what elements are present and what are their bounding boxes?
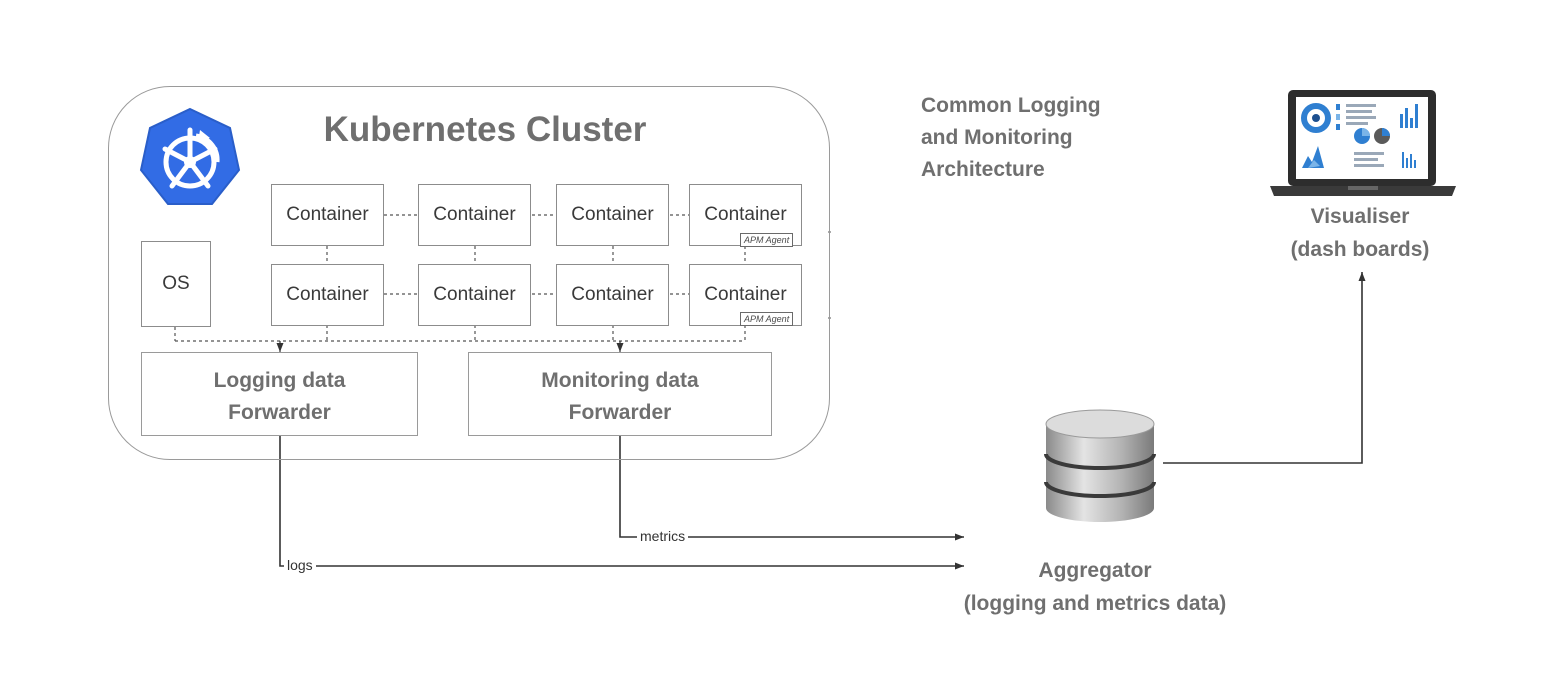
container-label: Container: [704, 284, 787, 305]
kubernetes-logo-icon: [139, 107, 241, 205]
aggregator-title: Aggregator: [1038, 559, 1152, 582]
visualiser-title: Visualiser: [1310, 205, 1410, 228]
kubernetes-cluster-frame: [108, 86, 830, 460]
container-label: Container: [286, 204, 369, 225]
cluster-title: Kubernetes Cluster: [323, 110, 647, 149]
container-node: Container: [556, 264, 669, 326]
logging-data-forwarder: Logging data Forwarder: [141, 352, 418, 436]
monitoring-data-forwarder: Monitoring data Forwarder: [468, 352, 772, 436]
aggregator-label: Aggregator (logging and metrics data): [930, 554, 1260, 620]
aggregator-subtitle: (logging and metrics data): [963, 592, 1227, 615]
container-label: Container: [704, 204, 787, 225]
container-label: Container: [571, 284, 654, 305]
logs-path: [279, 436, 964, 570]
container-node: Container: [418, 184, 531, 246]
os-label: OS: [162, 273, 190, 294]
apm-agent-tag: APM Agent: [740, 233, 794, 247]
metrics-label: metrics: [637, 528, 689, 544]
diagram-heading: Common Logging and Monitoring Architectu…: [921, 90, 1101, 186]
container-links: [174, 214, 746, 342]
laptop-dashboard-icon: [1270, 90, 1456, 196]
container-label: Container: [286, 284, 369, 305]
container-label: Container: [571, 204, 654, 225]
container-label: Container: [433, 204, 516, 225]
container-label: Container: [433, 284, 516, 305]
heading-line: Common Logging: [921, 94, 1101, 117]
database-icon: [1044, 409, 1156, 522]
os-box: OS: [141, 241, 211, 327]
visualiser-label: Visualiser (dash boards): [1250, 200, 1470, 266]
forwarder-label-line: Forwarder: [228, 401, 331, 424]
forwarder-label-line: Monitoring data: [541, 369, 699, 392]
forwarder-label-line: Forwarder: [568, 401, 672, 424]
visualiser-subtitle: (dash boards): [1290, 238, 1430, 261]
container-node: Container: [271, 264, 384, 326]
container-node: Container: [556, 184, 669, 246]
logs-label: logs: [284, 557, 316, 573]
aggregator-to-visualiser-path: [1163, 272, 1366, 464]
heading-line: Architecture: [921, 158, 1045, 181]
container-node: Container: [271, 184, 384, 246]
container-node: Container: [418, 264, 531, 326]
metrics-path: [619, 436, 964, 541]
forwarder-label-line: Logging data: [213, 369, 346, 392]
heading-line: and Monitoring: [921, 126, 1073, 149]
apm-agent-tag: APM Agent: [740, 312, 794, 326]
